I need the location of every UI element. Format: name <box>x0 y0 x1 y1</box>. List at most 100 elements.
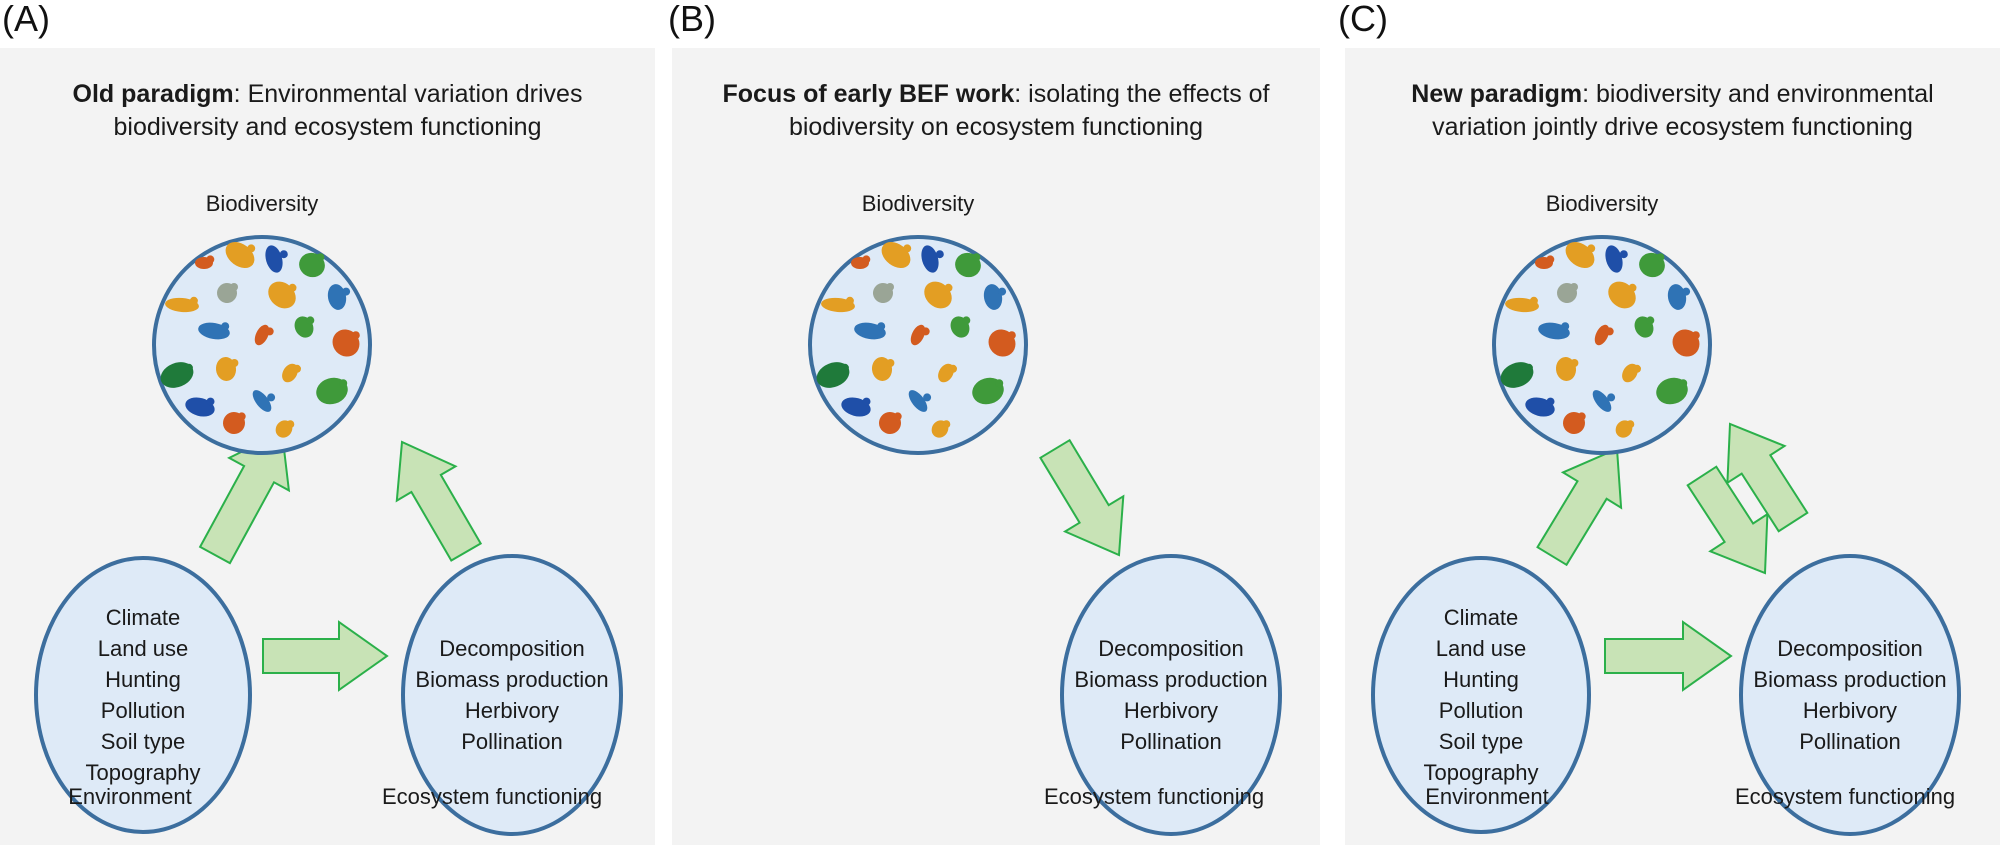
grasshopper-icon <box>1557 283 1578 303</box>
node-item: Climate <box>1443 605 1519 630</box>
fish-blue-icon <box>988 329 1016 357</box>
beetle-icon <box>1634 316 1655 338</box>
panel-c-letter: (C) <box>1338 0 1388 39</box>
environment-to-ecosystem-functioning-arrow <box>1604 620 1733 692</box>
chameleon-icon <box>1622 363 1641 383</box>
fish-blue-icon <box>1672 329 1700 357</box>
butterfly-icon <box>185 397 215 417</box>
panel-a-title-bold: Old paradigm <box>72 80 234 108</box>
starfish-icon <box>299 252 325 278</box>
node-item: Biomass production <box>1753 667 1947 692</box>
caterpillar-icon <box>215 357 239 381</box>
crab-icon <box>921 245 944 273</box>
biodiversity-to-ecosystem-functioning-arrow <box>1686 465 1769 575</box>
environment-to-ecosystem-functioning-arrow <box>262 620 389 692</box>
butterfly-icon <box>841 397 871 417</box>
salamander-icon <box>1615 420 1635 438</box>
panel-b-letter: (B) <box>668 0 716 39</box>
ecosystem-functioning-to-biodiversity-arrow <box>1726 422 1809 533</box>
panel-c: New paradigm: biodiversity and environme… <box>1345 48 2000 845</box>
bug-icon <box>316 377 348 405</box>
panel-b-title-bold: Focus of early BEF work <box>722 80 1015 108</box>
mushroom-icon <box>1538 322 1570 340</box>
bug-icon <box>1656 377 1688 405</box>
coral-icon <box>254 324 274 346</box>
tree-icon <box>816 362 850 388</box>
lizard-icon <box>1565 241 1596 269</box>
snail-icon <box>908 390 932 412</box>
bird-icon <box>879 412 902 434</box>
mushroom-icon <box>198 322 230 340</box>
caterpillar-icon <box>871 357 895 381</box>
panel-b-arrows <box>1039 438 1125 557</box>
environment-label: Environment <box>1425 784 1549 809</box>
node-item: Pollution <box>1438 698 1524 723</box>
ecosystem-functioning-label: Ecosystem functioning <box>1734 784 1956 809</box>
tick-icon <box>1535 255 1555 269</box>
palm-tree-icon <box>821 296 855 313</box>
grasshopper-icon <box>873 283 894 303</box>
node-item: Pollution <box>100 698 186 723</box>
node-item: Decomposition <box>439 636 585 661</box>
panel-a-title-rest: : Environmental variation drives <box>233 80 583 108</box>
beetle-icon <box>294 316 315 338</box>
biodiversity-circle <box>152 235 372 455</box>
fish-icon <box>268 281 297 309</box>
panel-b-title-line2: biodiversity on ecosystem functioning <box>788 113 1204 141</box>
ecosystem-functioning-label: Ecosystem functioning <box>381 784 603 809</box>
biodiversity-to-ecosystem-functioning-arrow <box>1039 438 1125 557</box>
node-item: Decomposition <box>1098 636 1244 661</box>
butterfly-icon <box>1525 397 1555 417</box>
ecosystem-functioning-label: Ecosystem functioning <box>1043 784 1265 809</box>
biodiversity-circle <box>808 235 1028 455</box>
starfish-icon <box>955 252 981 278</box>
node-item: Biomass production <box>415 667 609 692</box>
grasshopper-icon <box>217 283 238 303</box>
node-item: Land use <box>97 636 189 661</box>
node-item: Hunting <box>105 667 181 692</box>
panel-c-title-line2: variation jointly drive ecosystem functi… <box>1432 113 1913 141</box>
environment-to-biodiversity-arrow <box>1536 447 1623 567</box>
shrew-icon <box>327 284 351 310</box>
bug-icon <box>972 377 1004 405</box>
panel-c-title-rest: : biodiversity and environmental <box>1582 80 1934 108</box>
lizard-icon <box>225 241 256 269</box>
tick-icon <box>851 255 871 269</box>
lizard-icon <box>881 241 912 269</box>
node-item: Biomass production <box>1074 667 1268 692</box>
bird-icon <box>223 412 246 434</box>
shrew-icon <box>983 284 1007 310</box>
node-item: Soil type <box>1438 729 1524 754</box>
salamander-icon <box>275 420 295 438</box>
node-item: Herbivory <box>1802 698 1898 723</box>
crab-icon <box>265 245 288 273</box>
panel-c-arrows <box>1536 422 1809 692</box>
node-item: Soil type <box>100 729 186 754</box>
panel-c-title: New paradigm: biodiversity and environme… <box>1345 78 2000 144</box>
mushroom-icon <box>854 322 886 340</box>
biodiversity-label: Biodiversity <box>861 191 975 216</box>
biodiversity-label: Biodiversity <box>205 191 319 216</box>
biodiversity-label: Biodiversity <box>1545 191 1659 216</box>
fish-icon <box>924 281 953 309</box>
beetle-icon <box>950 316 971 338</box>
node-item: Pollination <box>1120 729 1222 754</box>
palm-tree-icon <box>165 296 199 313</box>
node-item: Decomposition <box>1777 636 1923 661</box>
tree-icon <box>1500 362 1534 388</box>
node-item: Land use <box>1435 636 1527 661</box>
node-item: Hunting <box>1443 667 1519 692</box>
shrew-icon <box>1667 284 1691 310</box>
starfish-icon <box>1639 252 1665 278</box>
ecosystem-functioning-to-biodiversity-arrow <box>395 440 483 562</box>
panel-a-letter: (A) <box>2 0 50 39</box>
node-item: Pollination <box>1799 729 1901 754</box>
caterpillar-icon <box>1555 357 1579 381</box>
node-item: Herbivory <box>1123 698 1219 723</box>
snail-icon <box>1592 390 1616 412</box>
